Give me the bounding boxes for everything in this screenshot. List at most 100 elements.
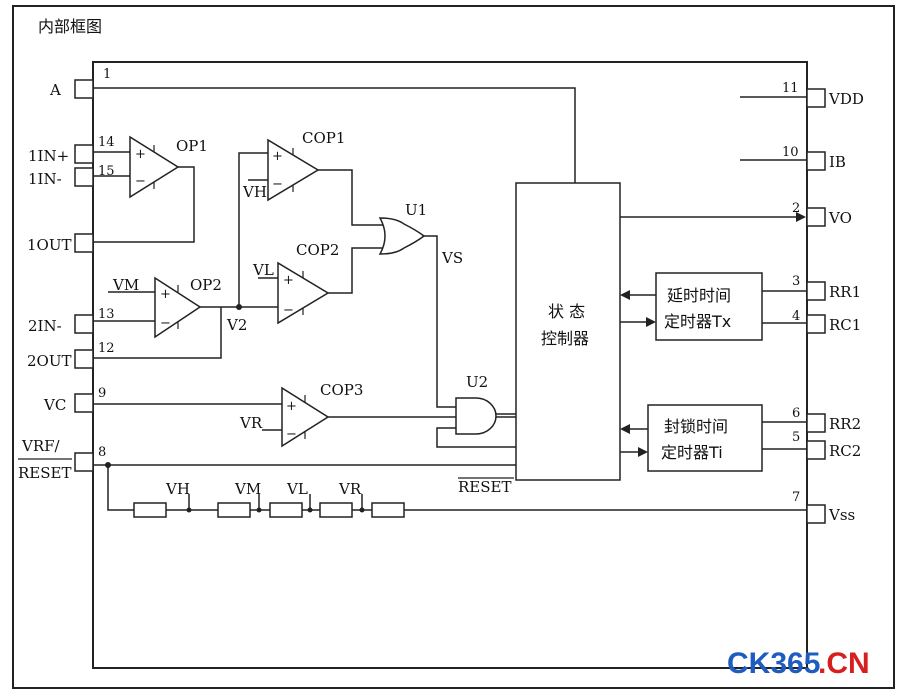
junction-v2 [236,304,242,310]
label-2in-minus: 2IN- [28,317,62,335]
label-rr1: RR1 [829,283,861,301]
junction-vl [307,507,313,513]
watermark-cn: .CN [818,647,870,680]
pin-2out [74,349,94,369]
op1-label: OP1 [176,137,208,155]
label-rc2: RC2 [829,442,861,460]
label-vrf: VRF/ [21,437,61,455]
cop1-minus: − [272,177,283,192]
pin-1in-plus [74,144,94,164]
lockout-timer-label-2: 定时器Ti [661,443,723,462]
wires [93,87,807,511]
pin-number-12: 12 [98,341,115,356]
pin-1out [74,233,94,253]
resistor-r4 [319,502,353,518]
op1-plus: + [135,147,146,162]
signal-vl-input: VL [252,261,274,279]
resistor-r2 [217,502,251,518]
signal-v2: V2 [226,316,247,334]
pin-number-14: 14 [98,135,115,150]
pin-number-8: 8 [98,445,106,460]
label-1in-minus: 1IN- [28,170,62,188]
cop1-label: COP1 [302,129,345,147]
junction-vr [359,507,365,513]
junction-vh [186,507,192,513]
pin-number-3: 3 [792,274,800,289]
signal-vr-input: VR [239,414,263,432]
signal-vm-input: VM [112,276,139,294]
state-controller-block [515,182,621,481]
pin-rc2 [806,440,826,460]
label-1in-plus: 1IN+ [28,147,69,165]
cop2-plus: + [283,273,294,288]
pin-2in-minus [74,314,94,334]
delay-timer-label-2: 定时器Tx [664,312,731,331]
pin-a [74,79,94,99]
cop3-minus: − [286,427,297,442]
signal-reset: RESET [458,478,511,496]
label-vss: Vss [828,506,855,524]
op2-plus: + [160,287,171,302]
pin-vrf-reset [74,452,94,472]
state-controller-label-2: 控制器 [541,329,589,348]
pin-number-10: 10 [782,145,799,160]
pin-vo [806,207,826,227]
signal-vs: VS [441,249,463,267]
op1-minus: − [135,174,146,189]
state-controller-label-1: 状 态 [548,302,585,321]
u1-label: U1 [405,201,427,219]
pin-vc [74,393,94,413]
arrow-tx-to-ctrl [620,290,630,300]
watermark-ck365: CK365 [727,647,820,680]
signal-vh-input: VH [242,183,267,201]
pin-vss [806,504,826,524]
pin-vdd [806,88,826,108]
op2-minus: − [160,316,171,331]
pin-1in-minus [74,167,94,187]
junction-reset [105,462,111,468]
u1-or-gate [378,217,426,255]
divider-vl-label: VL [286,480,308,498]
pin-rc1 [806,314,826,334]
pin-number-7: 7 [792,490,800,505]
cop1-plus: + [272,149,283,164]
label-vo: VO [828,209,852,227]
diagram-title: 内部框图 [38,17,102,36]
cop2-minus: − [283,303,294,318]
lockout-timer-label-1: 封锁时间 [664,417,728,436]
pin-number-5: 5 [792,430,800,445]
op2-label: OP2 [190,276,222,294]
divider-vm-label: VM [234,480,261,498]
divider-vr-label: VR [338,480,362,498]
resistor-r5 [371,502,405,518]
label-rc1: RC1 [829,316,861,334]
pin-ib [806,151,826,171]
arrow-ti-to-ctrl [620,424,630,434]
pin-rr1 [806,281,826,301]
pin-number-4: 4 [792,309,800,324]
junction-vm [256,507,262,513]
label-2out: 2OUT [27,352,72,370]
arrow-ctrl-to-ti [638,447,648,457]
resistor-r1 [133,502,167,518]
delay-timer-tx-block [655,272,763,341]
arrow-ctrl-to-tx [646,317,656,327]
label-a: A [49,81,61,99]
label-1out: 1OUT [27,236,72,254]
pin-number-1: 1 [103,67,111,82]
outer-frame [12,5,895,689]
resistor-r3 [269,502,303,518]
pin-number-9: 9 [98,386,106,401]
label-ib: IB [829,153,846,171]
cop3-plus: + [286,399,297,414]
cop3-label: COP3 [320,381,363,399]
pin-number-2: 2 [792,201,800,216]
u2-and-gate [455,397,497,435]
pin-rr2 [806,413,826,433]
lockout-timer-ti-block [647,404,763,472]
label-rr2: RR2 [829,415,861,433]
u2-label: U2 [466,373,488,391]
pin-number-6: 6 [792,406,800,421]
cop3-triangle [281,386,330,448]
